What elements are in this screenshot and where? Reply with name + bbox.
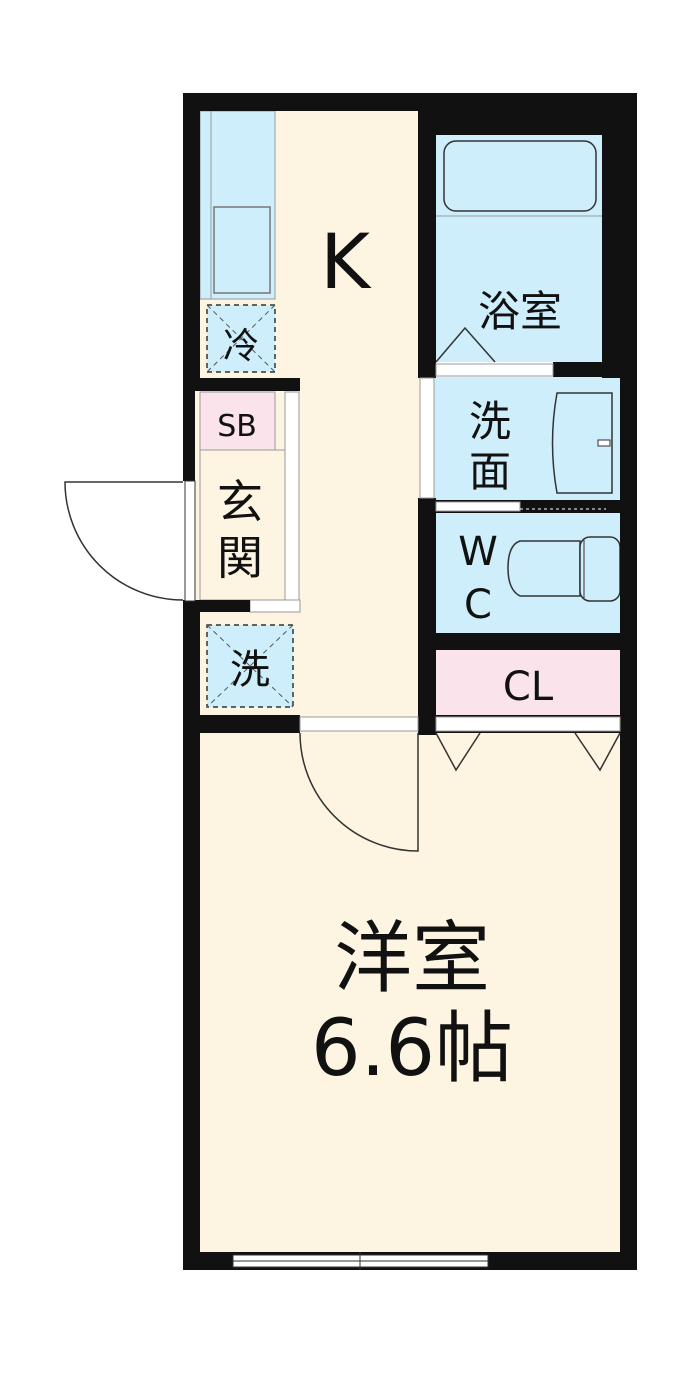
washbasin bbox=[551, 392, 613, 494]
kitchen-label: K bbox=[320, 217, 372, 306]
entrance-label-2: 関 bbox=[217, 531, 263, 585]
fridge-label: 冷 bbox=[223, 326, 259, 367]
closet bbox=[436, 650, 620, 716]
washer-label: 洗 bbox=[230, 647, 270, 693]
shoe-box bbox=[199, 391, 276, 451]
closet-door-right[interactable] bbox=[574, 732, 621, 772]
shoe-box-label: SB bbox=[217, 409, 257, 444]
washer-space bbox=[206, 624, 294, 708]
bathroom-label: 浴室 bbox=[478, 287, 562, 336]
washroom-door[interactable] bbox=[419, 377, 435, 499]
entrance-label-1: 玄 bbox=[217, 475, 263, 529]
room-door[interactable] bbox=[299, 732, 419, 852]
bathroom-door[interactable] bbox=[435, 363, 554, 377]
western-room-label: 洋室 bbox=[334, 914, 490, 1004]
closet-door-left[interactable] bbox=[435, 732, 481, 772]
western-room-size: 6.6帖 bbox=[311, 1004, 513, 1094]
washroom-label-2: 面 bbox=[469, 447, 511, 496]
toilet-bowl bbox=[507, 540, 581, 597]
window bbox=[232, 1252, 489, 1270]
sink bbox=[213, 206, 271, 294]
entrance-door[interactable] bbox=[64, 480, 196, 602]
toilet-label-1: W bbox=[458, 529, 498, 575]
western-room-floor bbox=[195, 728, 625, 1258]
toilet-label-2: C bbox=[464, 582, 492, 628]
fridge-space bbox=[206, 304, 276, 373]
bathtub bbox=[443, 140, 597, 212]
entrance-floor bbox=[199, 449, 286, 601]
washroom-label-1: 洗 bbox=[469, 397, 511, 446]
closet-label: CL bbox=[503, 664, 554, 710]
